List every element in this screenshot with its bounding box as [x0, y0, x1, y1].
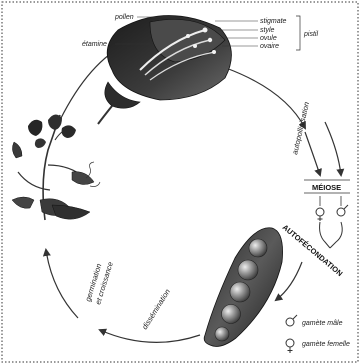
label-ovaire: ovaire [260, 43, 279, 50]
legend-male: gamète mâle [302, 320, 343, 327]
arrow-dissemination-to-germination [46, 250, 78, 318]
male-gamete-icon [286, 318, 294, 326]
pea-plant [12, 114, 100, 220]
pea-pod [204, 228, 282, 347]
female-gamete-icon [286, 339, 294, 347]
label-style: style [260, 27, 275, 34]
arrow-pod-to-dissemination [100, 330, 200, 342]
label-pollen: pollen [114, 14, 134, 21]
label-stigmate: stigmate [260, 18, 287, 25]
arrow-to-meiose-right [325, 122, 341, 175]
label-autopollinisation: autopollinisation [290, 101, 311, 155]
label-meiose: MÉIOSE [312, 183, 341, 192]
label-autofecondation: AUTOFÉCONDATION [281, 223, 345, 278]
label-dissemination: dissémination [140, 287, 172, 331]
legend: gamète mâle gamète femelle [286, 315, 350, 353]
legend-female: gamète femelle [302, 341, 350, 348]
label-pistil: pistil [303, 31, 318, 38]
arrow-to-meiose-left [305, 132, 320, 175]
meiose-block: MÉIOSE [304, 180, 350, 248]
label-etamine: étamine [82, 41, 107, 48]
label-ovule: ovule [260, 35, 277, 42]
flower-cross-section [98, 15, 231, 124]
arrow-flower-to-autopollinisation [226, 68, 305, 128]
